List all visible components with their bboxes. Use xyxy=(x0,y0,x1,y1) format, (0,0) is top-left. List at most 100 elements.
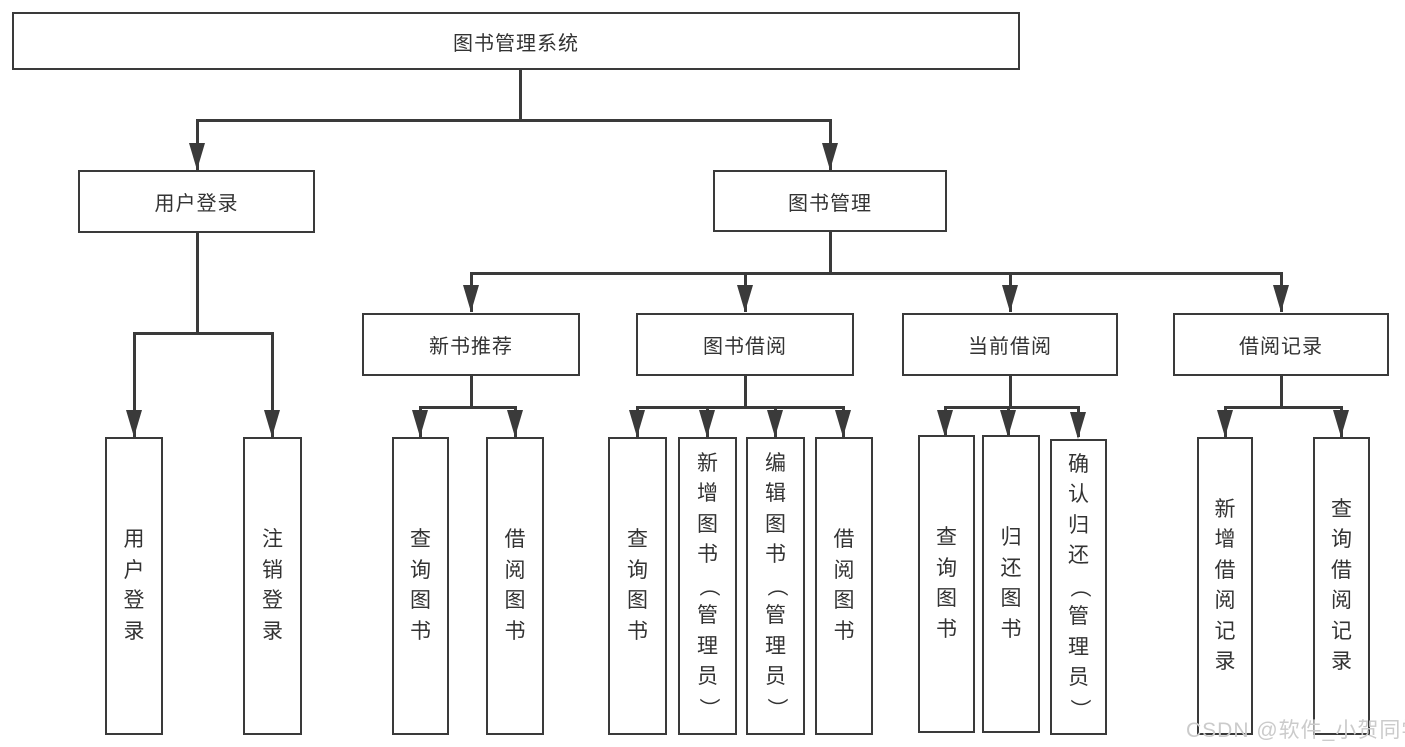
vertical-char: 询 xyxy=(627,558,648,582)
vertical-char: 管 xyxy=(697,604,718,628)
vertical-char: 阅 xyxy=(1214,589,1236,612)
arrow-down-icon xyxy=(412,410,428,437)
vertical-char: 录 xyxy=(1214,650,1236,673)
node-new-book-recommend: 新书推荐 xyxy=(362,313,580,376)
arrow-down-icon xyxy=(822,143,838,170)
vertical-char: （ xyxy=(696,575,720,597)
arrow-down-icon xyxy=(835,410,851,437)
vertical-char: 管 xyxy=(1068,605,1089,629)
arrow-down-icon xyxy=(126,410,142,437)
vertical-char: 图 xyxy=(765,512,786,536)
connector xyxy=(470,272,1282,275)
vertical-char: 借 xyxy=(833,528,855,551)
leaf-add-book-admin: 新增图书（管理员） xyxy=(678,437,737,735)
arrow-down-icon xyxy=(699,410,715,437)
vertical-char: 理 xyxy=(765,634,786,658)
vertical-char: 新 xyxy=(697,451,718,475)
vertical-char: 查 xyxy=(1331,497,1352,521)
vertical-char: 借 xyxy=(1331,558,1352,582)
vertical-char: 图 xyxy=(504,589,526,612)
node-borrow-records: 借阅记录 xyxy=(1173,313,1389,376)
connector xyxy=(470,376,473,408)
connector xyxy=(133,332,136,437)
connector xyxy=(133,332,274,335)
arrow-down-icon xyxy=(1000,410,1016,437)
vertical-char: 录 xyxy=(262,619,283,643)
leaf-query-book-3: 查询图书 xyxy=(918,435,975,733)
connector xyxy=(829,232,832,274)
vertical-char: 查 xyxy=(627,528,648,551)
vertical-char: 确 xyxy=(1068,452,1089,476)
vertical-char: 员 xyxy=(697,665,718,689)
connector xyxy=(1224,406,1342,409)
leaf-query-book-1: 查询图书 xyxy=(392,437,449,735)
vertical-char: 员 xyxy=(1068,666,1089,690)
arrow-down-icon xyxy=(937,410,953,437)
vertical-char: 员 xyxy=(765,665,786,689)
vertical-char: 图 xyxy=(833,589,855,612)
arrow-down-icon xyxy=(767,410,783,437)
vertical-char: 书 xyxy=(936,617,957,641)
arrow-down-icon xyxy=(1070,412,1086,439)
vertical-char: 阅 xyxy=(504,558,526,582)
connector xyxy=(419,406,517,409)
connector xyxy=(744,376,747,408)
arrow-down-icon xyxy=(1002,285,1018,312)
vertical-char: 注 xyxy=(262,528,283,551)
connector xyxy=(196,119,832,122)
connector xyxy=(944,406,1079,409)
node-root: 图书管理系统 xyxy=(12,12,1020,70)
leaf-query-book-2: 查询图书 xyxy=(608,437,667,735)
vertical-char: ） xyxy=(1067,698,1091,720)
vertical-char: 询 xyxy=(1331,528,1352,551)
arrow-down-icon xyxy=(463,285,479,312)
arrow-down-icon xyxy=(1273,285,1289,312)
vertical-char: 查 xyxy=(936,526,957,549)
arrow-down-icon xyxy=(737,285,753,312)
vertical-char: （ xyxy=(764,575,788,597)
connector xyxy=(519,70,522,120)
vertical-char: 书 xyxy=(410,619,431,643)
vertical-char: 还 xyxy=(1068,544,1089,568)
leaf-edit-book-admin: 编辑图书（管理员） xyxy=(746,437,805,735)
vertical-char: 书 xyxy=(1000,617,1022,641)
arrow-down-icon xyxy=(189,143,205,170)
node-current-borrow: 当前借阅 xyxy=(902,313,1118,376)
connector xyxy=(1009,376,1012,408)
watermark: CSDN @软件_小贺同学 xyxy=(1186,719,1405,742)
leaf-return-book: 归还图书 xyxy=(982,435,1040,733)
vertical-char: 认 xyxy=(1068,483,1089,507)
node-user-login: 用户登录 xyxy=(78,170,315,233)
vertical-char: （ xyxy=(1067,576,1091,598)
vertical-char: 记 xyxy=(1214,619,1236,643)
vertical-char: 管 xyxy=(765,604,786,628)
vertical-char: 增 xyxy=(697,482,718,506)
vertical-char: 图 xyxy=(410,589,431,612)
leaf-query-borrow-record: 查询借阅记录 xyxy=(1313,437,1370,735)
vertical-char: 录 xyxy=(1331,650,1352,673)
arrow-down-icon xyxy=(1217,410,1233,437)
leaf-logout: 注销登录 xyxy=(243,437,302,735)
vertical-char: 阅 xyxy=(833,558,855,582)
leaf-user-login: 用户登录 xyxy=(105,437,163,735)
vertical-char: 新 xyxy=(1214,497,1236,521)
vertical-char: 登 xyxy=(123,589,145,612)
vertical-char: 图 xyxy=(627,589,648,612)
connector xyxy=(1280,376,1283,408)
vertical-char: 借 xyxy=(1214,558,1236,582)
arrow-down-icon xyxy=(507,410,523,437)
vertical-char: 录 xyxy=(123,619,145,643)
vertical-char: 辑 xyxy=(765,482,786,506)
vertical-char: 还 xyxy=(1000,556,1022,580)
vertical-char: 编 xyxy=(765,451,786,475)
vertical-char: 记 xyxy=(1331,619,1352,643)
vertical-char: 理 xyxy=(697,634,718,658)
vertical-char: ） xyxy=(696,697,720,719)
vertical-char: 增 xyxy=(1214,528,1236,551)
leaf-borrow-book-2: 借阅图书 xyxy=(815,437,873,735)
leaf-confirm-return-admin: 确认归还（管理员） xyxy=(1050,439,1107,735)
connector xyxy=(196,233,199,333)
vertical-char: 图 xyxy=(697,512,718,536)
vertical-char: 询 xyxy=(410,558,431,582)
